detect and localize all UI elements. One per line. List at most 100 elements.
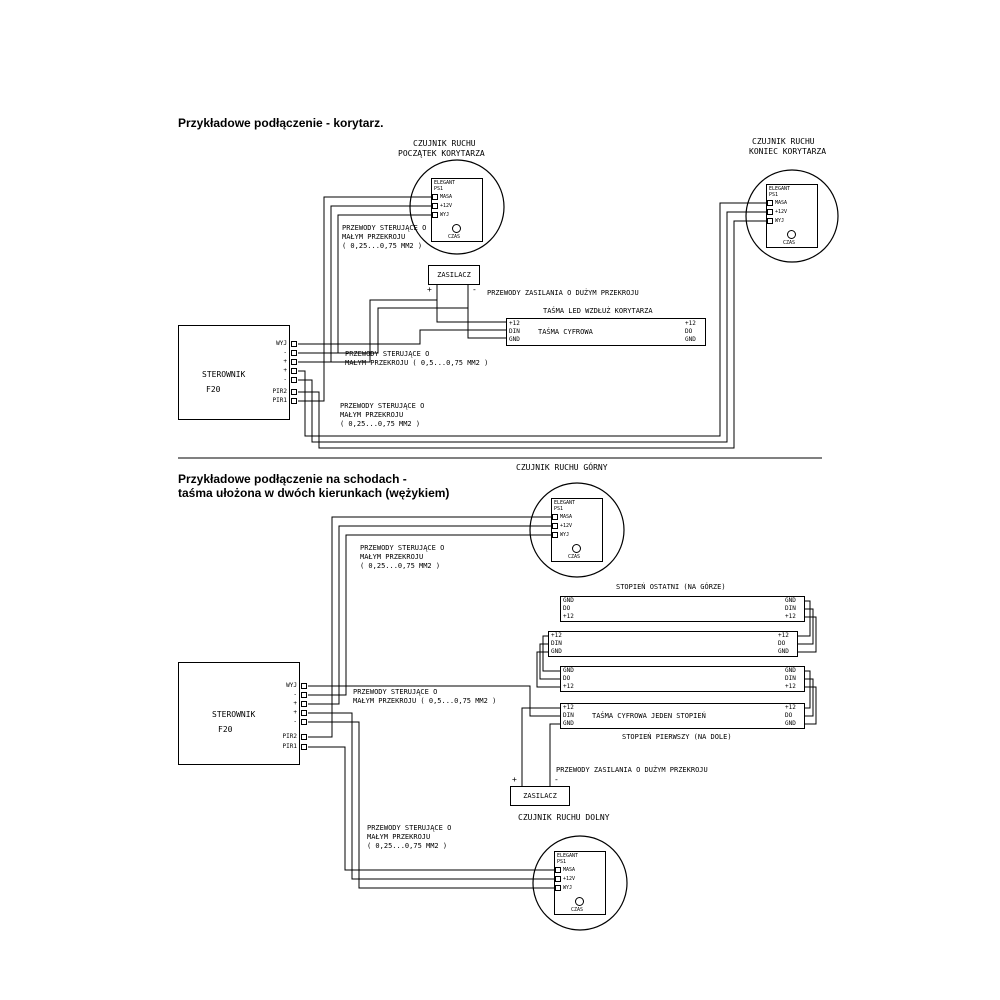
wire (805, 686, 817, 725)
terminal-label: GND (785, 720, 796, 727)
strip-title: TAŚMA LED WZDŁUŻ KORYTARZA (543, 307, 653, 315)
terminal-label: MASA (775, 200, 788, 206)
sensor-end-label: KONIEC KORYTARZA (749, 147, 827, 156)
terminal-square (767, 200, 773, 206)
sensor-lower-label: CZUJNIK RUCHU DOLNY (518, 813, 610, 822)
wire (308, 516, 551, 738)
wire (308, 685, 560, 717)
terminal-label: WYJ (440, 212, 450, 218)
sensor-upper-label: CZUJNIK RUCHU GÓRNY (516, 463, 608, 472)
controller-model: F20 (218, 725, 233, 734)
wire (298, 196, 431, 402)
terminal-square (767, 209, 773, 215)
terminal-label: + (283, 358, 287, 365)
terminal-label: WYJ (563, 885, 573, 891)
pot-label: CZAS (783, 240, 796, 246)
strip-name: TAŚMA CYFROWA (538, 328, 593, 336)
controller-box (178, 662, 300, 765)
wire (549, 723, 560, 786)
terminal-square (555, 867, 561, 873)
terminal-label: DIN (551, 640, 562, 647)
wire (298, 307, 468, 354)
wire (542, 635, 560, 672)
terminal-label: PIR2 (272, 388, 287, 395)
psu-box (428, 265, 480, 285)
wire (798, 608, 814, 645)
section-title-stairs: taśma ułożona w dwóch kierunkach (wężyki… (178, 486, 450, 500)
sensor-model: PS1 (557, 859, 567, 865)
strip-terminals-right: GND DIN +12 (785, 667, 796, 691)
strip-terminals-right: +12 DO GND (785, 704, 796, 728)
terminal-label: - (283, 349, 287, 356)
wire-label: ( 0,25...0,75 MM2 ) (367, 842, 448, 850)
terminal-label: MASA (440, 194, 453, 200)
controller-box (178, 325, 290, 420)
led-strip (548, 631, 798, 657)
terminal-label: DIN (785, 675, 796, 682)
wire-label: PRZEWODY STERUJĄCE O (353, 688, 438, 696)
strip-terminals-right: +12 DO GND (778, 632, 789, 656)
terminal-square (552, 514, 558, 520)
terminal-square (301, 719, 307, 725)
terminal-square (291, 350, 297, 356)
wire-label: MAŁYM PRZEKROJU ( 0,5...0,75 MM2 ) (353, 697, 497, 705)
terminal-square (301, 744, 307, 750)
terminal-label: GND (551, 648, 562, 655)
terminal-label: DO (563, 605, 571, 612)
terminal-label: MASA (563, 867, 576, 873)
terminal-label: WYJ (560, 532, 570, 538)
power-wire-label: PRZEWODY ZASILANIA O DUŻYM PRZEKROJU (556, 766, 708, 774)
flow-arrows (603, 328, 765, 720)
section-title-stairs: Przykładowe podłączenie na schodach - (178, 472, 407, 486)
terminal-label: GND (563, 597, 574, 604)
sensor-model: PS1 (554, 506, 564, 512)
strip-name: TAŚMA CYFROWA JEDEN STOPIEŃ (592, 712, 706, 720)
controller-model: F20 (206, 385, 221, 394)
wire-label: PRZEWODY STERUJĄCE O (360, 544, 445, 552)
terminal-square (552, 523, 558, 529)
wire (298, 220, 766, 449)
wire (521, 707, 560, 786)
section-title-corridor: Przykładowe podłączenie - korytarz. (178, 116, 384, 130)
terminal-label: +12V (560, 523, 573, 529)
terminal-label: PIR1 (282, 743, 297, 750)
sensor-brand: ELEGANT (769, 186, 791, 192)
sensor-model: PS1 (434, 186, 444, 192)
psu-label: ZASILACZ (523, 792, 557, 800)
sensor-model: PS1 (769, 192, 779, 198)
wire-label: ( 0,25...0,75 MM2 ) (340, 420, 421, 428)
sensor-circle (532, 835, 628, 931)
terminal-square (301, 710, 307, 716)
pot-label: CZAS (568, 554, 581, 560)
terminal-square (552, 532, 558, 538)
terminal-square (291, 389, 297, 395)
terminal-label: + (293, 700, 297, 707)
terminal-square (432, 212, 438, 218)
wire-label: MAŁYM PRZEKROJU ( 0,5...0,75 MM2 ) (345, 359, 489, 367)
terminal-label: WYJ (775, 218, 785, 224)
psu-plus-label: + (512, 775, 517, 784)
potentiometer-icon (572, 544, 581, 553)
terminal-square (301, 734, 307, 740)
wire (298, 329, 506, 345)
sensor-brand: ELEGANT (554, 500, 576, 506)
strip-terminals-right: +12 DO GND (685, 320, 696, 344)
wire (539, 643, 560, 680)
terminal-square (291, 359, 297, 365)
terminal-label: DIN (563, 712, 574, 719)
terminal-label: +12 (563, 613, 574, 620)
terminal-label: GND (785, 597, 796, 604)
strip-terminals-left: +12 DIN GND (509, 320, 520, 344)
wire (798, 616, 817, 653)
sensor-circle (745, 169, 839, 263)
wire (536, 651, 560, 688)
terminal-label: +12V (775, 209, 788, 215)
terminal-label: DIN (785, 605, 796, 612)
terminal-label: WYJ (286, 682, 297, 689)
led-strip (560, 666, 805, 692)
terminal-square (432, 203, 438, 209)
sensor-start-label: POCZĄTEK KORYTARZA (398, 149, 485, 158)
wire-label: PRZEWODY STERUJĄCE O (340, 402, 425, 410)
